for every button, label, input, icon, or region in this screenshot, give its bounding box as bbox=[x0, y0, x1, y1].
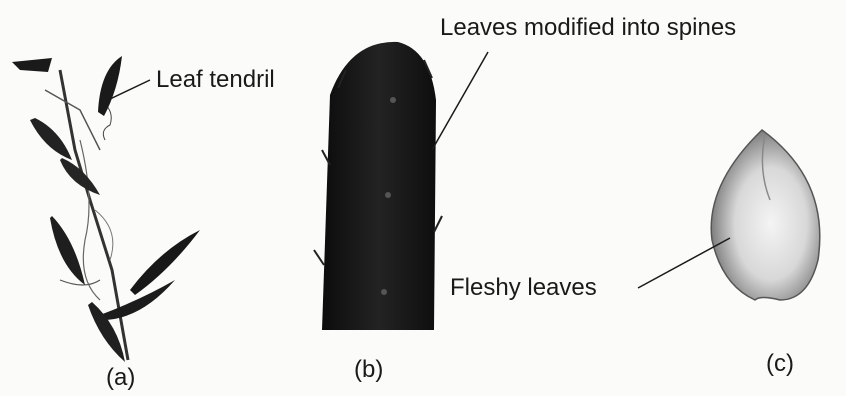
label-spines: Leaves modified into spines bbox=[440, 14, 736, 42]
fleshy-bulb bbox=[711, 130, 820, 300]
label-leaf-tendril: Leaf tendril bbox=[156, 66, 275, 94]
leader-fleshy bbox=[638, 238, 730, 288]
leader-spines bbox=[432, 52, 488, 150]
cactus-stem bbox=[314, 42, 442, 330]
tendril-plant bbox=[12, 56, 200, 362]
label-fleshy-leaves: Fleshy leaves bbox=[450, 274, 597, 302]
caption-a: (a) bbox=[106, 364, 135, 392]
caption-b: (b) bbox=[354, 356, 383, 384]
caption-c: (c) bbox=[766, 350, 794, 378]
